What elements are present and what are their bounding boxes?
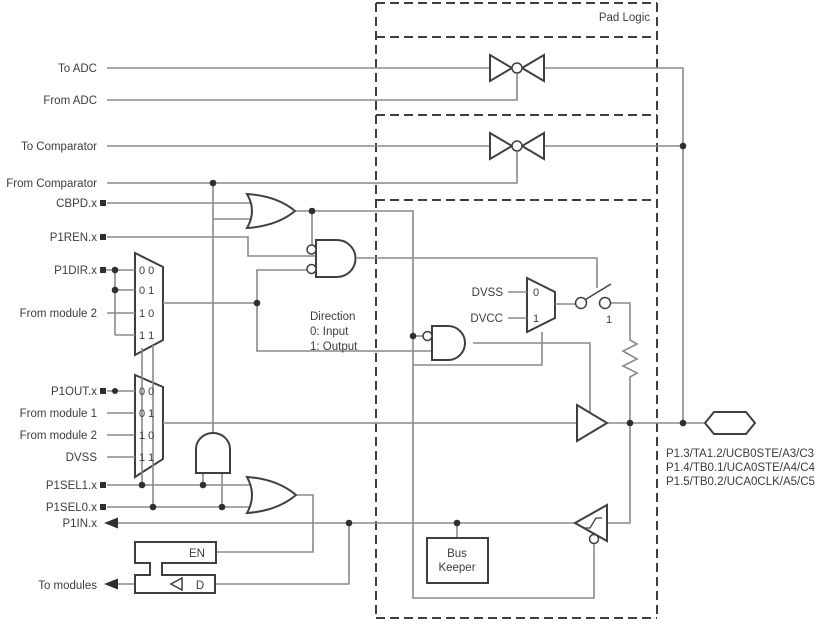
direction-note-line3: 1: Output — [310, 341, 358, 353]
latch-d-label: D — [196, 580, 204, 592]
input-schmitt-trigger — [572, 503, 608, 543]
direction-mux-row-10: 1 0 — [139, 308, 154, 320]
pull-switch-label: 1 — [606, 314, 612, 326]
driver-enable-wire — [473, 342, 591, 412]
label-p1ren: P1REN.x — [50, 232, 98, 244]
analog-enable-wire — [295, 210, 595, 599]
pin-label-2: P1.4/TB0.1/UCA0STE/A4/C4 — [666, 462, 816, 474]
pad-logic-title: Pad Logic — [599, 12, 650, 24]
output-mux-row-10: 1 0 — [139, 430, 154, 442]
label-p1dir: P1DIR.x — [54, 265, 97, 277]
symbols — [134, 53, 757, 594]
sel-and-output-wire — [212, 183, 252, 433]
p1dir-wire — [106, 269, 135, 336]
label-from-adc: From ADC — [43, 95, 97, 107]
label-to-modules: To modules — [38, 580, 97, 592]
label-from-module1: From module 1 — [20, 408, 97, 420]
label-from-comparator: From Comparator — [6, 178, 97, 190]
output-mux-row-11: 1 1 — [139, 452, 154, 464]
labels: Pad Logic To ADC From ADC To Comparator … — [6, 12, 815, 592]
label-pull-dvcc: DVCC — [470, 313, 503, 325]
junctions — [111, 142, 687, 527]
from-adc-wire — [107, 74, 518, 101]
direction-note-line1: Direction — [310, 311, 355, 323]
pull-mux-sel-0: 0 — [533, 287, 539, 299]
pull-resistor — [611, 302, 639, 423]
label-p1sel1: P1SEL1.x — [46, 480, 97, 492]
bus-keeper-box — [426, 537, 489, 584]
sel-and-gate — [195, 432, 231, 474]
label-cbpd: CBPD.x — [56, 198, 97, 210]
p1sel0-wire — [107, 345, 252, 508]
output-driver-buffer — [576, 403, 609, 443]
label-to-adc: To ADC — [58, 63, 97, 75]
in-latch — [134, 541, 217, 594]
pull-enable-nand-gate — [315, 239, 357, 278]
comparator-analog-switch — [489, 131, 545, 161]
pull-mux-input-stubs — [508, 291, 527, 319]
label-to-comparator: To Comparator — [21, 141, 97, 153]
label-from-module2-top: From module 2 — [20, 308, 97, 320]
label-p1out: P1OUT.x — [51, 386, 97, 398]
pull-direction-mux — [526, 276, 556, 334]
p1ren-wire — [107, 236, 316, 257]
from-comparator-wire — [107, 152, 518, 184]
latch-clock-triangle — [169, 576, 183, 592]
output-mux-row-01: 0 1 — [139, 408, 154, 420]
to-modules-arrow — [104, 578, 118, 590]
latch-en-label: EN — [189, 548, 205, 560]
pull-enable-wire — [357, 257, 598, 288]
label-dvss-mux-input: DVSS — [66, 452, 98, 464]
direction-mux-row-01: 0 1 — [139, 285, 154, 297]
pad-logic-dashed-box — [375, 2, 658, 619]
pull-mux-sel-1: 1 — [533, 313, 539, 325]
adc-analog-switch — [489, 53, 545, 83]
adc-to-pad-wire — [544, 67, 684, 423]
direction-mux-row-11: 1 1 — [139, 330, 154, 342]
label-pull-dvss: DVSS — [472, 287, 504, 299]
bus-keeper-line2: Keeper — [438, 562, 475, 574]
output-mux-row-00: 0 0 — [139, 386, 154, 398]
pin-label-3: P1.5/TB0.2/UCA0CLK/A5/C5 — [666, 476, 815, 488]
bus-keeper-line1: Bus — [447, 548, 467, 560]
pull-switch — [574, 283, 612, 310]
output-arrows — [104, 517, 118, 590]
label-from-module2: From module 2 — [20, 430, 97, 442]
direction-node-wire — [163, 269, 432, 352]
direction-mux-row-00: 0 0 — [139, 265, 154, 277]
analog-or-gate — [245, 192, 297, 230]
driver-enable-nand-gate — [431, 325, 466, 361]
inverter-bubbles — [306, 244, 600, 545]
register-bit-squares — [100, 200, 106, 510]
p1in-arrow — [104, 517, 118, 529]
label-p1in: P1IN.x — [62, 518, 97, 530]
latch-d-wire — [215, 523, 350, 585]
wires — [106, 67, 705, 599]
direction-mux — [134, 251, 164, 357]
sel-or-gate — [245, 475, 298, 515]
pad-hexagon — [703, 411, 757, 435]
schmitt-input-wire — [607, 423, 631, 524]
pin-label-1: P1.3/TA1.2/UCB0STE/A3/C3 — [666, 448, 814, 460]
label-p1sel0: P1SEL0.x — [46, 502, 97, 514]
direction-note-line2: 0: Input — [310, 326, 349, 338]
